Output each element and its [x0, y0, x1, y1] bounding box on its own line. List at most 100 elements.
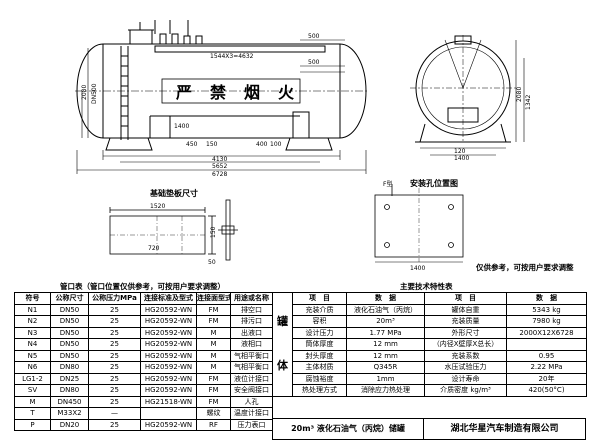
- table-cell: DN80: [50, 384, 89, 397]
- table-cell: 1.77 MPa: [346, 326, 425, 339]
- spec-table-title: 主要技术特性表: [400, 282, 453, 291]
- title-block: 20m³ 液化石油气（丙烷）储罐 湖北华星汽车制造有限公司: [272, 418, 586, 440]
- table-cell: Q345R: [346, 361, 425, 374]
- dim-label: 1400: [410, 265, 425, 272]
- bar-length-label: 1544X3=4632: [210, 53, 254, 60]
- table-cell: 25: [88, 372, 141, 385]
- dim-label: 1400: [454, 155, 469, 162]
- column-header: 公称压力MPa: [88, 292, 141, 305]
- table-cell: 25: [88, 384, 141, 397]
- table-header-row: 符号 公称尺寸 公称压力MPa 连接标准及型式 连接面型式 用途或名称: [14, 292, 273, 305]
- warning-char: 禁: [210, 83, 226, 102]
- table-cell: 2.22 MPa: [506, 361, 587, 374]
- dim-label: 150: [206, 141, 218, 148]
- column-header: 项 目: [424, 292, 507, 305]
- table-cell: HG20592-WN: [140, 418, 197, 431]
- table-cell: 罐体自重: [424, 303, 507, 316]
- dim-label: 4130: [212, 156, 227, 163]
- table-cell: 设计压力: [292, 326, 347, 339]
- column-header: 数 据: [506, 292, 587, 305]
- table-cell: N6: [14, 361, 51, 374]
- table-cell: 介质密度 kg/m³: [424, 384, 507, 397]
- dim-label: 120: [454, 148, 466, 155]
- table-cell: 25: [88, 418, 141, 431]
- table-cell: HG20592-WN: [140, 349, 197, 362]
- table-cell: N2: [14, 315, 51, 328]
- table-header-row: 罐 体 项 目 数 据 项 目 数 据: [272, 292, 587, 397]
- warning-char: 严: [175, 83, 192, 102]
- table-cell: FM: [196, 372, 231, 385]
- table-cell: N4: [14, 338, 51, 351]
- table-cell: 气相平衡口: [230, 349, 273, 362]
- table-cell: HG20592-WN: [140, 338, 197, 351]
- table-cell: FM: [196, 303, 231, 316]
- table-cell: HG20592-WN: [140, 303, 197, 316]
- table-cell: 排空口: [230, 303, 273, 316]
- table-cell: 出液口: [230, 326, 273, 339]
- company-name: 湖北华星汽车制造有限公司: [450, 424, 559, 434]
- table-cell: DN25: [50, 372, 89, 385]
- table-cell: 消除应力热处理: [346, 384, 425, 397]
- table-cell: 人孔: [230, 395, 273, 408]
- dim-label: 150: [210, 226, 217, 238]
- table-cell: M: [196, 338, 231, 351]
- table-cell: 封头厚度: [292, 349, 347, 362]
- table-cell: HG20592-WN: [140, 326, 197, 339]
- hole-layout: [374, 184, 464, 263]
- table-cell: 腐蚀裕度: [292, 372, 347, 385]
- table-cell: N3: [14, 326, 51, 339]
- table-cell: FM: [196, 384, 231, 397]
- table-cell: 2000X12X6728: [506, 326, 587, 339]
- table-cell: RF: [196, 418, 231, 431]
- hole-type-label: F型: [383, 180, 392, 188]
- table-cell: M: [196, 361, 231, 374]
- tank-elevation: [75, 20, 368, 174]
- table-cell: （内径X壁厚X总长）: [424, 338, 507, 351]
- table-cell: DN50: [50, 338, 89, 351]
- table-cell: M33X2: [50, 407, 89, 420]
- dim-label: 100: [270, 141, 282, 148]
- table-cell: 温度计接口: [230, 407, 273, 420]
- table-cell: 25: [88, 315, 141, 328]
- table-cell: LG1-2: [14, 372, 51, 385]
- column-header: 连接面型式: [196, 292, 231, 305]
- dim-label: 1342: [525, 95, 532, 110]
- table-cell: 420(50°C): [506, 384, 587, 397]
- table-cell: FM: [196, 315, 231, 328]
- table-cell: 20m³: [346, 315, 425, 328]
- table-cell: 设计寿命: [424, 372, 507, 385]
- table-cell: 25: [88, 326, 141, 339]
- dim-label: 6728: [212, 171, 227, 178]
- table-cell: N1: [14, 303, 51, 316]
- dim-label: 720: [148, 245, 160, 252]
- end-view-dimensions: 1400 120 2080 1342: [454, 87, 532, 162]
- dim-label: 5652: [212, 163, 227, 170]
- layout-note: 仅供参考，可按用户要求调整: [476, 263, 574, 272]
- tank-end-view: [410, 35, 525, 156]
- base-plate-detail: [109, 199, 238, 261]
- table-cell: DN20: [50, 418, 89, 431]
- table-cell: 安全阀接口: [230, 384, 273, 397]
- column-header: 连接标准及型式: [140, 292, 197, 305]
- table-cell: 外形尺寸: [424, 326, 507, 339]
- table-cell: HG20592-WN: [140, 372, 197, 385]
- table-cell: DN50: [50, 349, 89, 362]
- dim-label: 2080: [516, 87, 523, 102]
- table-cell: DN50: [50, 303, 89, 316]
- hole-layout-title: 安装孔位置图: [410, 178, 458, 188]
- table-cell: M: [196, 326, 231, 339]
- table-cell: HG20592-WN: [140, 384, 197, 397]
- table-cell: N5: [14, 349, 51, 362]
